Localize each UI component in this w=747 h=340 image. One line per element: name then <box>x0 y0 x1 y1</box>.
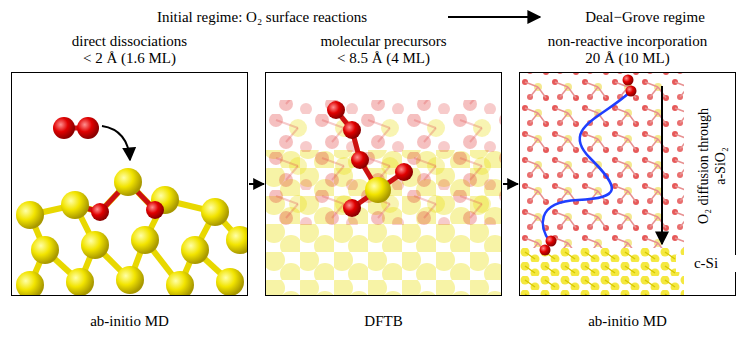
si-atom <box>365 177 391 203</box>
o-atom <box>343 199 361 217</box>
o-atom <box>351 151 369 169</box>
si-atom <box>81 231 109 259</box>
si-atom <box>166 271 194 295</box>
regime-title: Deal−Grove regime <box>495 8 747 26</box>
si-atom <box>116 266 144 294</box>
panel-method: ab-initio MD <box>11 313 248 330</box>
si-atom <box>226 226 247 254</box>
panel-method: DFTB <box>265 313 502 330</box>
panel-frame <box>265 72 502 296</box>
regime-arrow <box>448 16 540 18</box>
o2-molecule <box>540 75 637 256</box>
panel-heading: molecular precursors <box>265 33 502 50</box>
panel-heading: direct dissociations <box>11 33 248 50</box>
oxide-slab <box>520 73 684 295</box>
panel-depth: < 2 Å (1.6 ML) <box>11 50 248 67</box>
o2-molecule <box>77 117 99 139</box>
panel-depth: 20 Å (10 ML) <box>519 50 736 67</box>
si-atom <box>16 168 247 295</box>
diffusion-label: O₂ diffusion through a-SiO₂ <box>695 106 729 226</box>
panel-heading: non-reactive incorporation <box>519 33 736 50</box>
silicon-surface <box>16 117 247 295</box>
si-atom <box>216 268 244 295</box>
si-atom <box>31 236 59 264</box>
oxidized-surface <box>266 100 501 295</box>
o-atom <box>327 101 413 217</box>
si-atom <box>16 201 44 229</box>
o2-molecule <box>540 245 551 256</box>
flow-arrow <box>503 183 518 185</box>
o2-molecule <box>626 86 637 97</box>
o2-molecule <box>546 236 557 247</box>
o-atom <box>91 201 164 221</box>
o-bond <box>336 110 404 208</box>
si-atom <box>201 198 229 226</box>
diffusion-trajectory <box>543 92 630 242</box>
o2-molecule <box>623 75 634 86</box>
simulation-panel: molecular precursors< 8.5 Å (4 ML) DFTB <box>265 0 502 340</box>
approach-arrow <box>102 126 130 160</box>
o-atom <box>91 203 109 221</box>
diffusion-arrow <box>661 86 663 244</box>
flow-arrow <box>249 183 264 185</box>
simulation-panel: O₂ diffusion through a-SiO₂ c-Si non-react… <box>519 0 736 340</box>
o-atom <box>327 101 345 119</box>
si-atom <box>66 268 94 295</box>
substrate-label: c-Si <box>676 255 736 272</box>
panel-frame: O₂ diffusion through a-SiO₂ c-Si <box>519 72 736 296</box>
amorphous-sio2 <box>520 73 684 248</box>
o-atom <box>395 163 413 181</box>
o-atom <box>343 121 361 139</box>
regime-title: Initial regime: O₂ surface reactions <box>112 8 412 26</box>
si-atom <box>61 191 89 219</box>
panel-method: ab-initio MD <box>519 313 736 330</box>
si-atom <box>131 226 159 254</box>
o2-molecule <box>53 117 75 139</box>
panel-frame <box>11 72 248 296</box>
si-atom <box>181 236 209 264</box>
o-atom <box>146 201 164 219</box>
o2-molecule <box>53 117 99 139</box>
panel-depth: < 8.5 Å (4 ML) <box>265 50 502 67</box>
si-atom <box>16 271 44 295</box>
si-atom <box>114 168 142 196</box>
oxide-layer <box>266 100 501 225</box>
simulation-panel: direct dissociations< 2 Å (1.6 ML) ab-ini… <box>11 0 248 340</box>
